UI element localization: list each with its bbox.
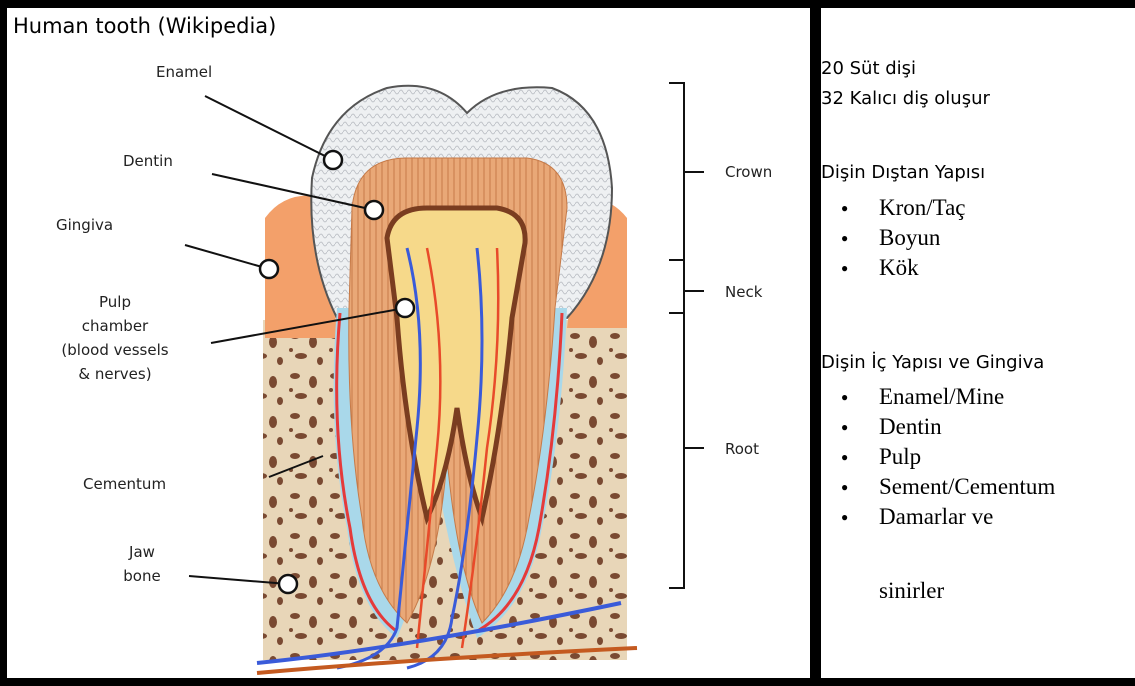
list-item-continuation: sinirler bbox=[879, 576, 944, 606]
label-neck: Neck bbox=[725, 283, 763, 301]
list-item: Kök bbox=[821, 253, 966, 283]
permanent-count: 32 Kalıcı diş oluşur bbox=[821, 88, 990, 109]
list-item: Dentin bbox=[821, 412, 1055, 442]
tooth-diagram: Enamel Dentin Gingiva Pulp chamber (bloo… bbox=[7, 8, 810, 678]
label-gingiva: Gingiva bbox=[56, 216, 113, 234]
label-root: Root bbox=[725, 440, 759, 458]
label-pulp-4: & nerves) bbox=[78, 365, 151, 383]
notes-panel: 20 Süt dişi 32 Kalıcı diş oluşur Dişin D… bbox=[821, 8, 1135, 678]
outer-structure-list: Kron/Taç Boyun Kök bbox=[821, 193, 966, 283]
label-crown: Crown bbox=[725, 163, 772, 181]
diagram-panel: Human tooth (Wikipedia) bbox=[7, 8, 810, 678]
inner-structure-list: Enamel/Mine Dentin Pulp Sement/Cementum … bbox=[821, 382, 1055, 532]
list-item: Kron/Taç bbox=[821, 193, 966, 223]
list-item: Enamel/Mine bbox=[821, 382, 1055, 412]
gingiva-marker bbox=[260, 260, 278, 278]
dentin-marker bbox=[365, 201, 383, 219]
outer-structure-heading: Dişin Dıştan Yapısı bbox=[821, 162, 985, 183]
inner-structure-heading: Dişin İç Yapısı ve Gingiva bbox=[821, 352, 1044, 373]
label-pulp-3: (blood vessels bbox=[61, 341, 168, 359]
label-jaw-2: bone bbox=[123, 567, 160, 585]
deciduous-count: 20 Süt dişi bbox=[821, 58, 916, 79]
list-item: Sement/Cementum bbox=[821, 472, 1055, 502]
label-pulp-1: Pulp bbox=[99, 293, 131, 311]
pulp-marker bbox=[396, 299, 414, 317]
label-pulp-2: chamber bbox=[82, 317, 149, 335]
jaw-bone-marker bbox=[279, 575, 297, 593]
list-item: Damarlar ve bbox=[821, 502, 1055, 532]
list-item: Pulp bbox=[821, 442, 1055, 472]
label-dentin: Dentin bbox=[123, 152, 173, 170]
enamel-marker bbox=[324, 151, 342, 169]
label-jaw-1: Jaw bbox=[128, 543, 155, 561]
list-item: Boyun bbox=[821, 223, 966, 253]
label-cementum: Cementum bbox=[83, 475, 166, 493]
label-enamel: Enamel bbox=[156, 63, 212, 81]
